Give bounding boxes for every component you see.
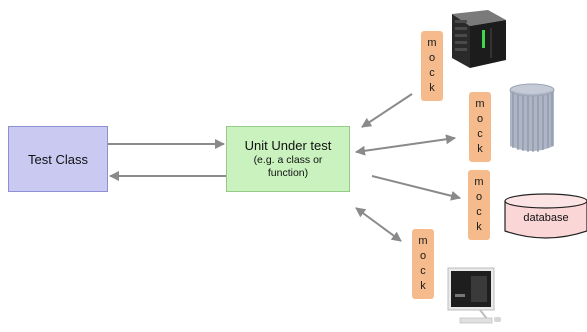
mock-letter: c <box>476 206 482 218</box>
server-cluster-icon <box>509 83 555 152</box>
desktop-computer-icon <box>447 267 501 324</box>
mock-letter: c <box>477 128 483 140</box>
mock-label-2: m o c k <box>469 92 491 162</box>
mock-letter: o <box>428 52 436 64</box>
mock-letter: k <box>477 143 483 155</box>
mock-label-4: m o c k <box>412 229 434 299</box>
mock-label-3: m o c k <box>468 170 490 240</box>
mock-letter: c <box>429 67 435 79</box>
mock-letter: k <box>476 221 482 233</box>
mock-letter: o <box>476 113 484 125</box>
unit-under-test-subtitle: (e.g. a class or function) <box>253 154 323 179</box>
database-icon <box>504 193 587 239</box>
test-class-box: Test Class <box>8 126 108 192</box>
mock-letter: m <box>475 98 485 110</box>
unit-under-test-title: Unit Under test <box>244 138 332 153</box>
test-class-label: Test Class <box>28 151 88 167</box>
arrow-to-mock-1 <box>361 93 413 128</box>
database-label: database <box>523 212 569 224</box>
server-rack-icon <box>452 10 506 68</box>
unit-under-test-box: Unit Under test (e.g. a class or functio… <box>226 126 350 192</box>
mock-letter: m <box>427 37 437 49</box>
mock-letter: c <box>420 265 426 277</box>
mock-letter: k <box>420 280 426 292</box>
mock-label-1: m o c k <box>421 31 443 101</box>
mock-letter: o <box>475 191 483 203</box>
mock-letter: k <box>429 82 435 94</box>
arrow-to-mock-4 <box>355 207 402 242</box>
arrow-to-mock-3 <box>371 175 461 201</box>
mock-letter: o <box>419 250 427 262</box>
mock-letter: m <box>418 235 428 247</box>
arrow-to-mock-2 <box>355 134 456 156</box>
mock-letter: m <box>474 176 484 188</box>
